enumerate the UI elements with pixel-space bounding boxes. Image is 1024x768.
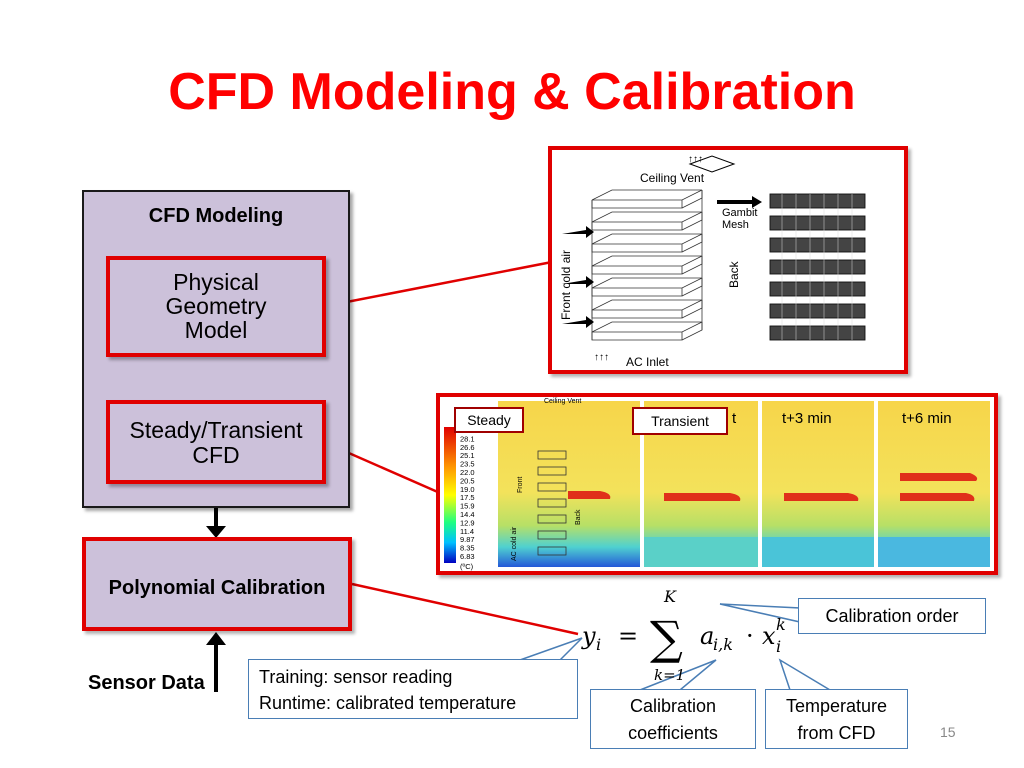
scale-tick-label: 26.6	[460, 443, 475, 452]
physical-geometry-model-box: Physical Geometry Model	[106, 256, 326, 357]
steady-front-label: Front	[517, 477, 524, 493]
svg-text:↑↑↑: ↑↑↑	[688, 154, 703, 165]
cal-coef-line-2: coefficients	[628, 723, 718, 743]
page-number: 15	[940, 724, 956, 740]
slide-title: CFD Modeling & Calibration	[168, 63, 856, 121]
temp-cfd-line-2: from CFD	[797, 723, 876, 743]
mesh-ceiling-vent-label: Ceiling Vent	[640, 171, 705, 185]
mesh-ac-inlet-label: AC Inlet	[626, 355, 669, 369]
formula-sum: ∑	[650, 611, 683, 665]
arrowhead-panel-to-poly	[206, 526, 226, 538]
calibration-formula: y i = ∑ K k=1 a i,k · x k i	[560, 580, 800, 690]
sensor-data-label: Sensor Data	[88, 672, 205, 694]
steady-transient-cfd-box: Steady/Transient CFD	[106, 400, 326, 484]
svg-text:↑↑↑: ↑↑↑	[594, 352, 609, 363]
formula-a-sub: i,k	[713, 635, 733, 654]
mesh-front-cold-air-label: Front cold air	[559, 250, 573, 320]
scale-tick-label: 22.0	[460, 468, 475, 477]
cfd-modeling-heading: CFD Modeling	[148, 205, 284, 227]
mesh-mesh-label: Mesh	[722, 219, 749, 231]
training-line-2: Runtime: calibrated temperature	[259, 693, 517, 713]
arrowhead-sensor-to-poly	[206, 632, 226, 645]
formula-a: a	[700, 622, 714, 650]
scale-tick-label: 6.83	[460, 552, 475, 561]
formula-y: y	[581, 622, 596, 650]
steady-label-box: Steady	[454, 407, 524, 433]
steady-line-1: Steady/Transient	[129, 417, 303, 443]
scale-tick-label: 15.9	[460, 502, 475, 511]
formula-dot: ·	[746, 622, 754, 650]
heatmap-drawing: 29.628.126.625.123.522.020.519.017.515.9…	[444, 398, 990, 571]
scale-tick-label: 14.4	[460, 510, 475, 519]
rack-wireframe	[591, 189, 703, 341]
t-label: t	[732, 410, 737, 427]
transient-label-box: Transient	[632, 407, 728, 435]
calibration-order-callout: Calibration order	[798, 598, 986, 634]
formula-sum-bottom: k=1	[654, 666, 685, 684]
steady-ac-cold-air-label: AC cold air	[511, 526, 518, 561]
scale-tick-label: 19.0	[460, 485, 475, 494]
physical-line-2: Geometry	[165, 293, 267, 319]
transient-map-3	[878, 401, 990, 567]
formula-x-sup: k	[776, 615, 786, 634]
physical-line-3: Model	[184, 317, 248, 343]
training-runtime-callout: Training: sensor reading Runtime: calibr…	[248, 659, 578, 719]
physical-line-1: Physical	[173, 269, 259, 295]
leader-physical-to-mesh	[325, 260, 553, 308]
heatmap-figure: 29.628.126.625.123.522.020.519.017.515.9…	[436, 393, 998, 575]
formula-sum-top: K	[663, 587, 677, 606]
scale-tick-label: 8.35	[460, 544, 475, 553]
training-line-1: Training: sensor reading	[259, 667, 453, 687]
mesh-figure: ↑↑↑ Ceiling Vent Front cold air Gambit M…	[548, 146, 908, 374]
temperature-scale-bar	[444, 427, 456, 563]
t3-label: t+3 min	[782, 410, 832, 427]
scale-tick-label: 20.5	[460, 476, 475, 485]
scale-tick-label: 28.1	[460, 434, 475, 443]
formula-equals: =	[618, 622, 638, 650]
mesh-back-label: Back	[727, 260, 741, 288]
temp-cfd-line-1: Temperature	[785, 696, 888, 716]
scale-tick-label: 17.5	[460, 493, 475, 502]
transient-map-2	[762, 401, 874, 567]
temperature-from-cfd-callout: Temperature from CFD	[765, 689, 908, 749]
steady-ceiling-vent: Ceiling Vent	[544, 398, 581, 405]
scale-unit-label: (ºC)	[460, 562, 474, 571]
steady-line-2: CFD	[192, 442, 240, 468]
formula-y-sub: i	[596, 635, 601, 654]
leader-poly-to-formula	[351, 582, 579, 636]
scale-tick-label: 23.5	[460, 460, 475, 469]
scale-tick-label: 9.87	[460, 535, 475, 544]
calibration-coefficients-callout: Calibration coefficients	[590, 689, 756, 749]
t6-label: t+6 min	[902, 410, 952, 427]
scale-tick-label: 11.4	[460, 527, 474, 536]
mesh-gambit-label: Gambit	[722, 207, 757, 219]
cal-coef-line-1: Calibration	[629, 696, 717, 716]
mesh-drawing: ↑↑↑ Ceiling Vent Front cold air Gambit M…	[559, 154, 866, 369]
steady-back-label: Back	[575, 509, 582, 525]
scale-tick-label: 25.1	[460, 451, 475, 460]
polynomial-calibration-box: Polynomial Calibration	[82, 537, 352, 631]
scale-tick-label: 12.9	[460, 518, 475, 527]
formula-x-sub: i	[776, 637, 781, 656]
rack-dense-mesh	[769, 193, 866, 341]
formula-x: x	[762, 622, 776, 650]
